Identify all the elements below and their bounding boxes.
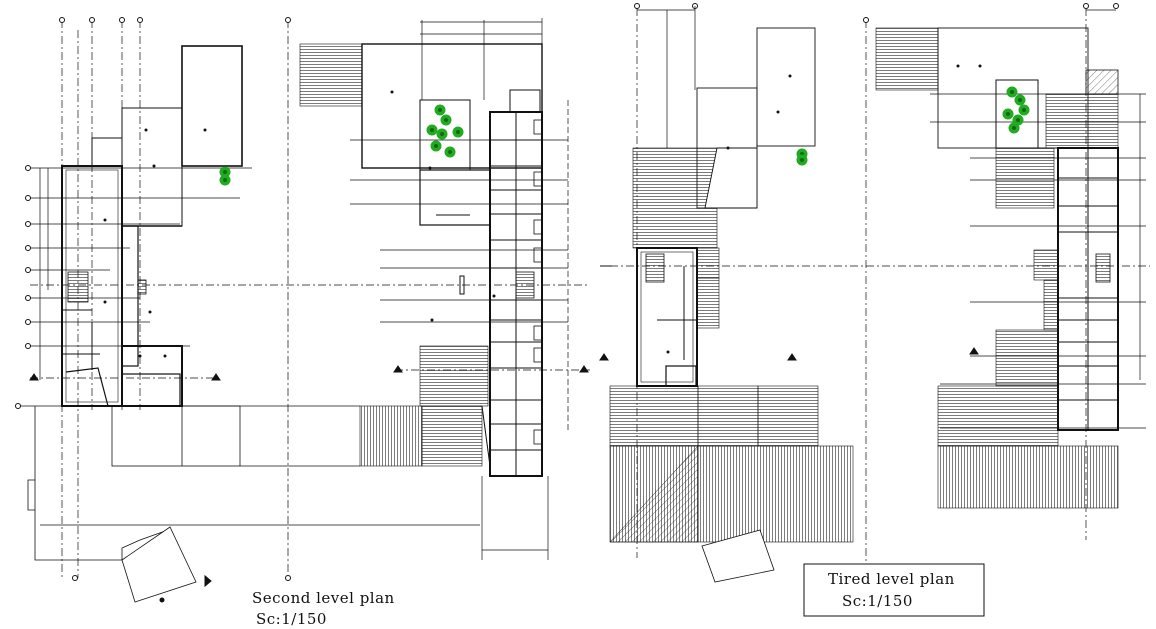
third-level-scale: Sc:1/150 <box>842 592 913 610</box>
third-level-title: Tired level plan <box>828 570 955 588</box>
third-level-plan <box>599 3 1150 583</box>
second-level-title: Second level plan <box>252 589 395 607</box>
second-level-wing <box>299 18 589 560</box>
third-level-title-box <box>803 563 985 617</box>
second-level-plan <box>15 17 590 603</box>
second-level-scale: Sc:1/150 <box>256 610 327 628</box>
